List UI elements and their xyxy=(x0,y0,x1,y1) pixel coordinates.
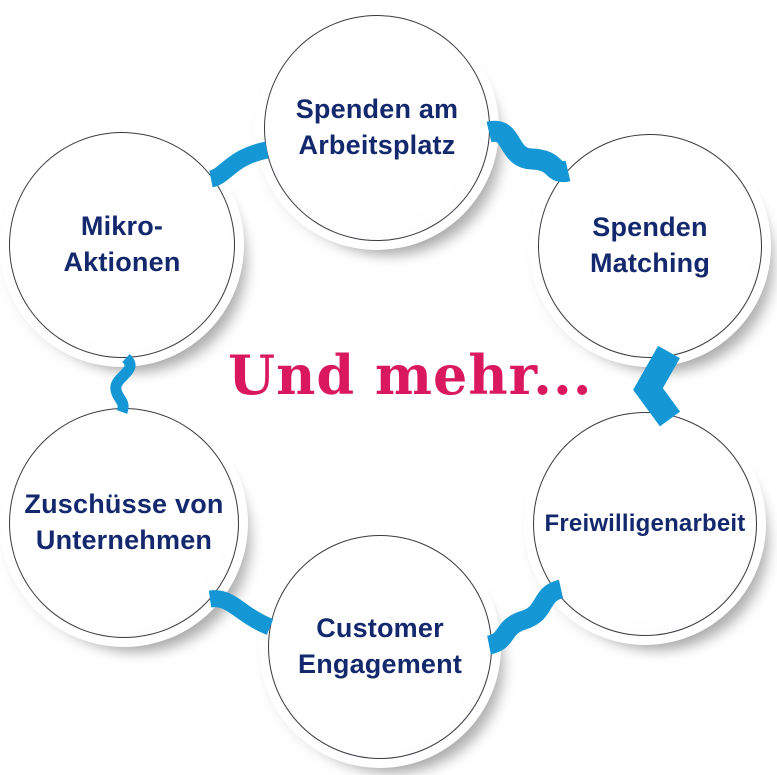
connector-bottomleft-to-bottom xyxy=(208,590,274,635)
center-title: Und mehr... xyxy=(228,343,593,407)
connector-bottomright-to-bottom xyxy=(486,579,565,655)
circle-mikro-aktionen: Mikro- Aktionen xyxy=(9,132,235,358)
circle-label: Spenden am Arbeitsplatz xyxy=(295,94,459,160)
circle-label: Zuschüsse von Unternehmen xyxy=(24,489,224,555)
circle-customer-engagement: Customer Engagement xyxy=(268,535,492,759)
circle-freiwilligenarbeit: Freiwilligenarbeit xyxy=(533,412,757,636)
circle-spenden-matching: Spenden Matching xyxy=(538,134,762,358)
connector-top-to-topright xyxy=(486,120,571,183)
connector-topleft-to-bottomleft xyxy=(110,353,136,414)
circle-spenden-am-arbeitsplatz: Spenden am Arbeitsplatz xyxy=(264,15,490,241)
circle-zuschuesse-von-unternehmen: Zuschüsse von Unternehmen xyxy=(9,408,239,638)
circle-label: Mikro- Aktionen xyxy=(63,211,181,277)
circle-label: Spenden Matching xyxy=(589,212,711,278)
connector-topright-to-bottomright xyxy=(633,345,681,427)
circle-label: Customer Engagement xyxy=(297,613,463,679)
connector-topleft-to-top xyxy=(208,141,269,188)
circle-label: Freiwilligenarbeit xyxy=(544,510,746,538)
